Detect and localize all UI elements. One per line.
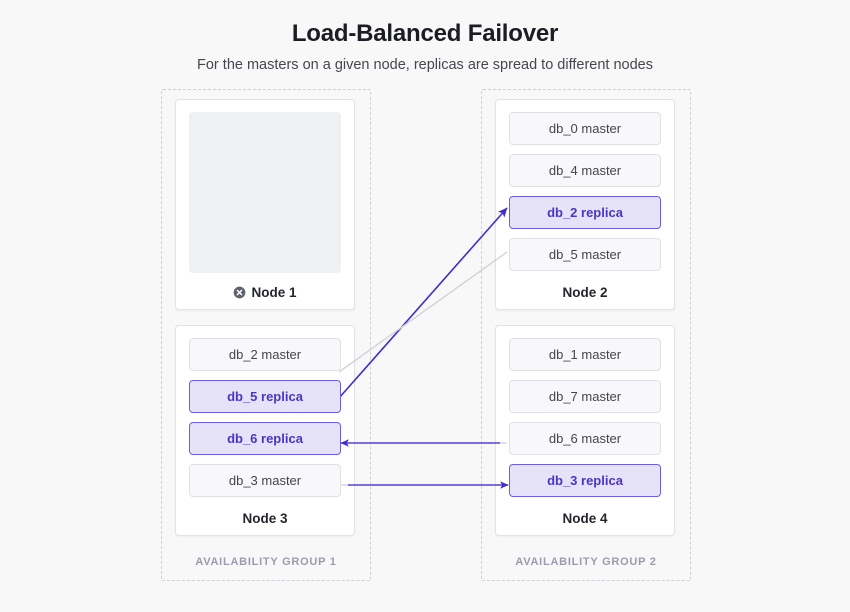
chip-db6-master[interactable]: db_6 master: [509, 422, 661, 455]
node-card-3[interactable]: db_2 master db_5 replica db_6 replica db…: [175, 325, 355, 536]
diagram-header: Load-Balanced Failover For the masters o…: [0, 0, 850, 73]
node-1-label: Node 1: [176, 285, 354, 300]
chip-db0-master[interactable]: db_0 master: [509, 112, 661, 145]
node-1-label-text: Node 1: [251, 285, 297, 300]
chip-db7-master[interactable]: db_7 master: [509, 380, 661, 413]
node-3-label: Node 3: [176, 511, 354, 526]
node-card-1[interactable]: Node 1: [175, 99, 355, 310]
chip-db5-replica[interactable]: db_5 replica: [189, 380, 341, 413]
node-4-label: Node 4: [496, 511, 674, 526]
chip-db3-replica[interactable]: db_3 replica: [509, 464, 661, 497]
node-2-label: Node 2: [496, 285, 674, 300]
chip-db1-master[interactable]: db_1 master: [509, 338, 661, 371]
circle-x-icon: [233, 286, 246, 299]
node-3-label-text: Node 3: [242, 511, 288, 526]
node-card-2[interactable]: db_0 master db_4 master db_2 replica db_…: [495, 99, 675, 310]
availability-group-2-label: AVAILABILITY GROUP 2: [515, 556, 657, 568]
chip-db5-master[interactable]: db_5 master: [509, 238, 661, 271]
page-subtitle: For the masters on a given node, replica…: [197, 57, 653, 73]
chip-db2-replica[interactable]: db_2 replica: [509, 196, 661, 229]
chip-db2-master[interactable]: db_2 master: [189, 338, 341, 371]
node-2-label-text: Node 2: [562, 285, 608, 300]
page-title: Load-Balanced Failover: [291, 20, 559, 47]
chip-db3-master[interactable]: db_3 master: [189, 464, 341, 497]
chip-db6-replica[interactable]: db_6 replica: [189, 422, 341, 455]
node-1-placeholder: [189, 112, 341, 273]
availability-group-1-label: AVAILABILITY GROUP 1: [195, 556, 337, 568]
node-card-4[interactable]: db_1 master db_7 master db_6 master db_3…: [495, 325, 675, 536]
node-4-label-text: Node 4: [562, 511, 608, 526]
chip-db4-master[interactable]: db_4 master: [509, 154, 661, 187]
